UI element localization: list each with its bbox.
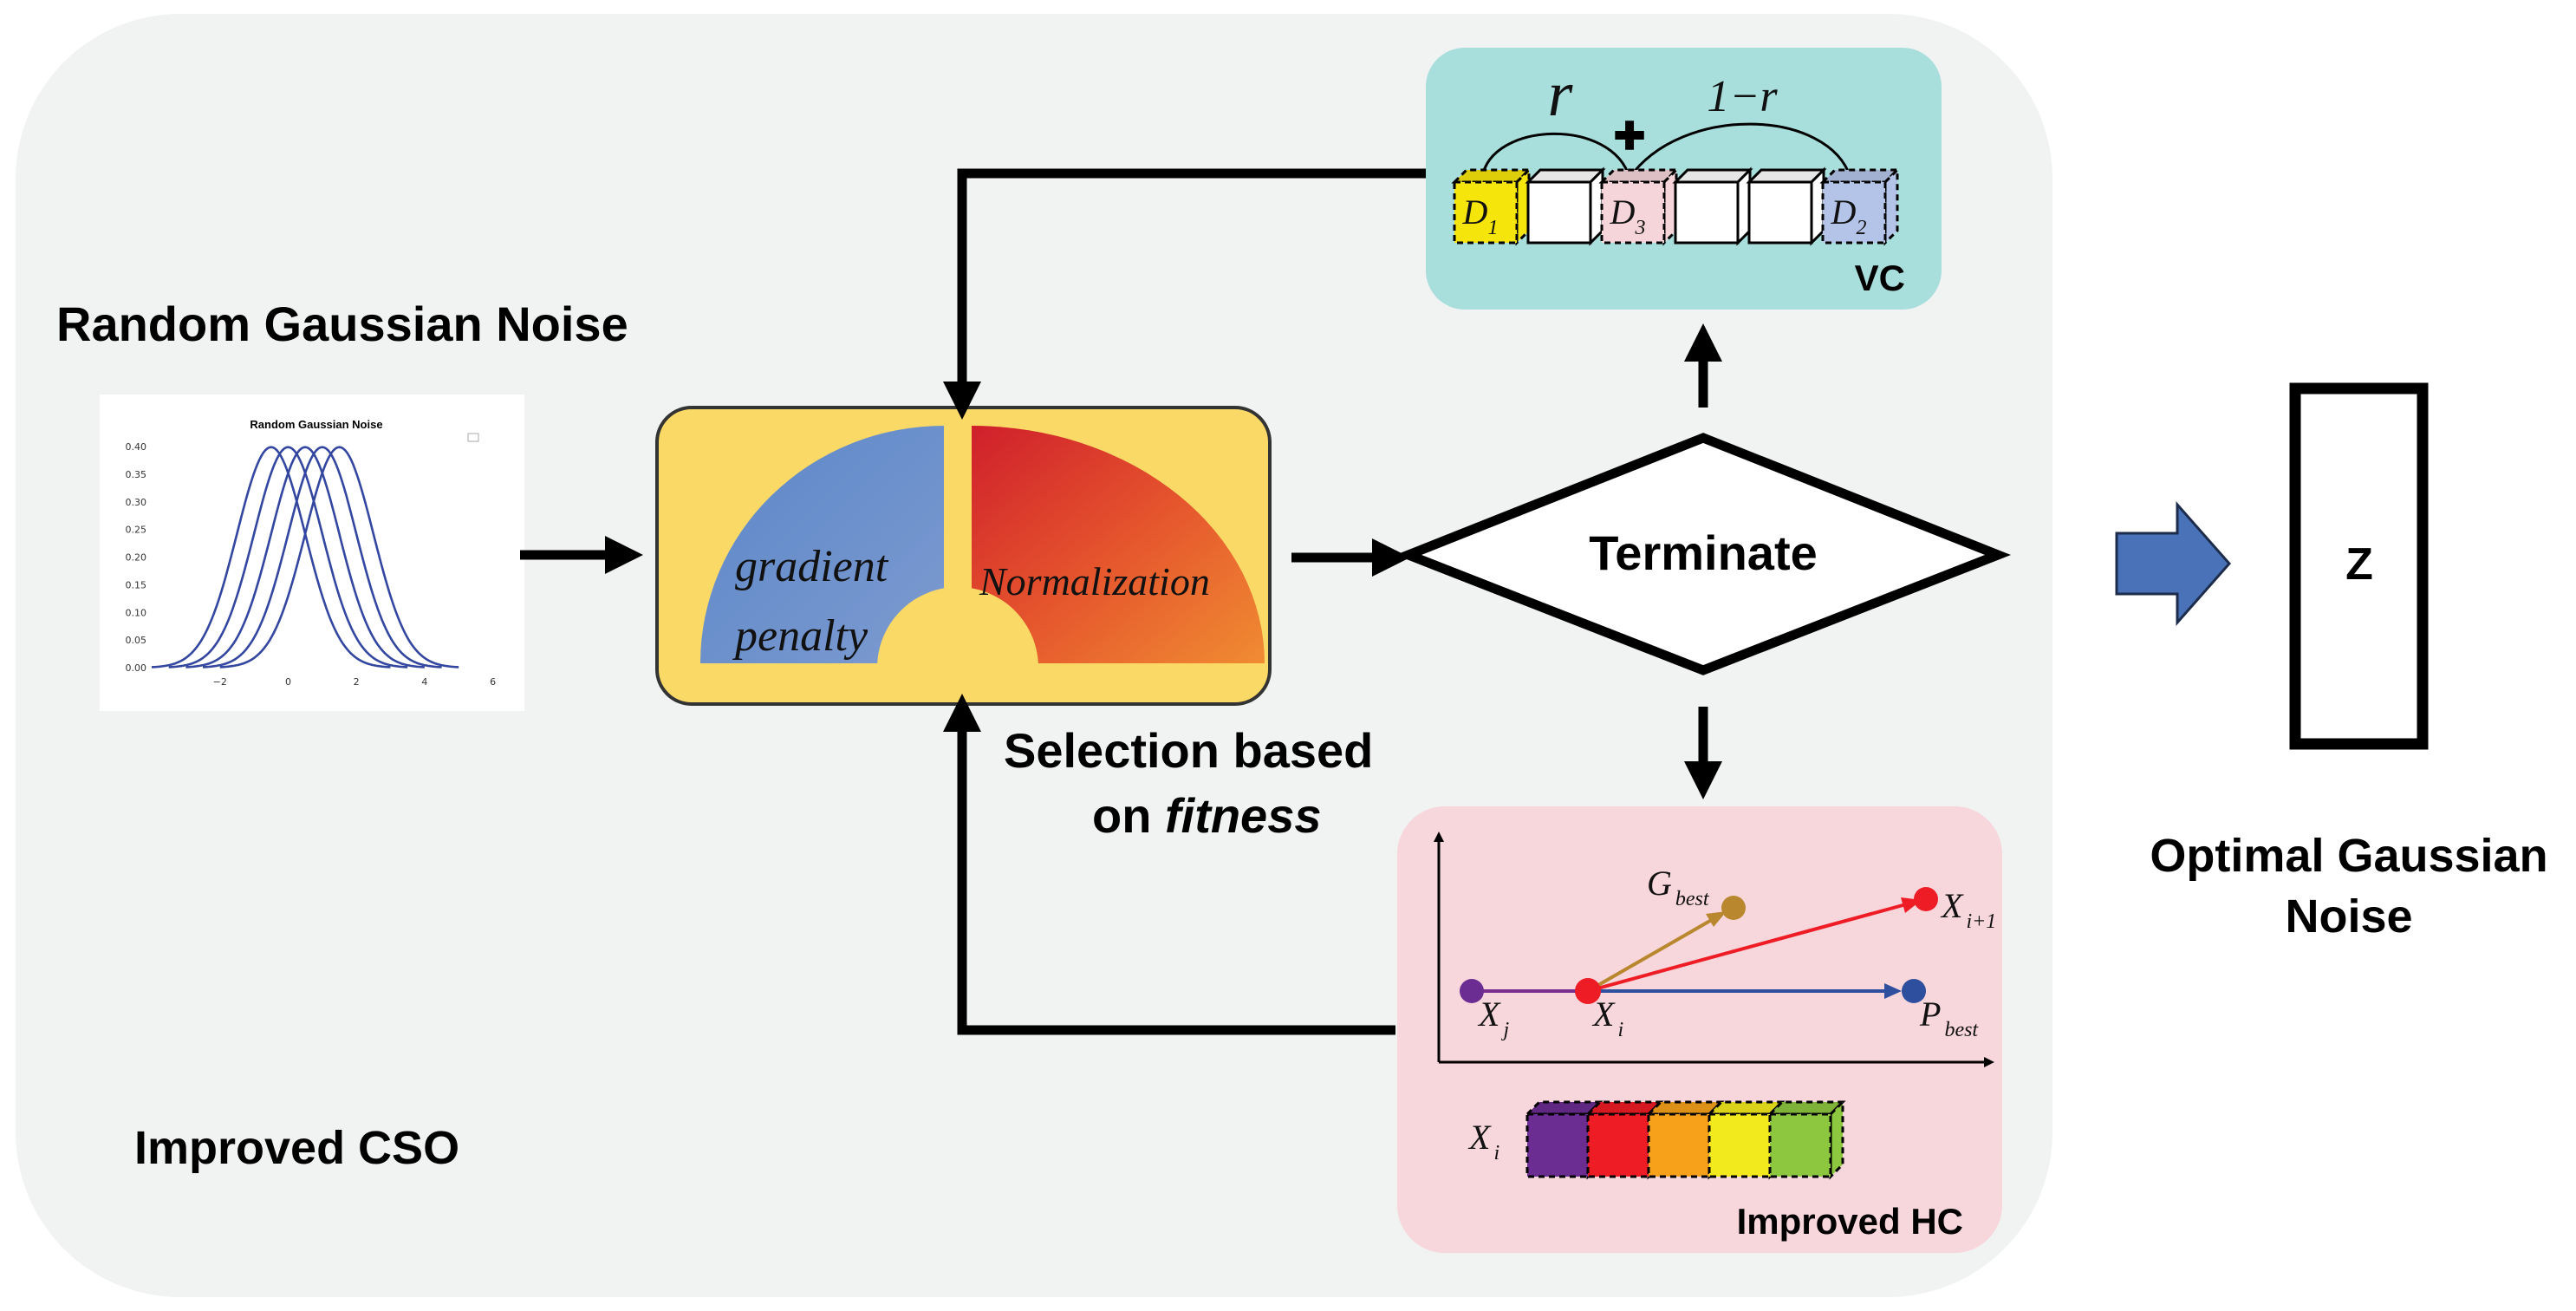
noise-plot-legend bbox=[467, 433, 479, 442]
noise-plot-x-tick: 0 bbox=[285, 676, 291, 688]
terminate-diamond bbox=[1395, 433, 2011, 675]
noise-plot-y-tick: 0.20 bbox=[126, 552, 147, 564]
hc-arrowhead-pbest bbox=[1884, 983, 1902, 999]
noise-plot-x-tick: 2 bbox=[354, 676, 360, 688]
hc-vector-xi-xnext bbox=[1587, 900, 1916, 993]
noise-curve bbox=[185, 446, 425, 669]
vc-weight-r: r bbox=[1548, 59, 1574, 130]
optimal-noise-box bbox=[2289, 382, 2429, 750]
vc-cell bbox=[1672, 166, 1753, 246]
vc-cell: D2 bbox=[1819, 166, 1901, 246]
selection-caption-line2: on fitness bbox=[1092, 788, 1321, 843]
hc-vector-xi-gbest bbox=[1587, 913, 1721, 993]
arrow-hc-loop-back bbox=[943, 694, 1395, 1035]
vc-arc-left bbox=[1480, 132, 1631, 179]
normalization-label: Normalization bbox=[979, 559, 1210, 603]
hc-point-xj bbox=[1460, 979, 1484, 1003]
vc-cell: D1 bbox=[1451, 166, 1532, 246]
hc-cell bbox=[1766, 1099, 1846, 1180]
noise-plot-curves bbox=[151, 446, 459, 669]
arrow-vc-loop-back bbox=[943, 168, 1426, 420]
hc-label: Improved HC bbox=[1737, 1201, 1963, 1242]
noise-curve bbox=[168, 446, 408, 669]
vc-weight-one-minus-r: 1−r bbox=[1707, 72, 1778, 121]
normalization-sector bbox=[972, 426, 1265, 663]
hc-axes bbox=[1434, 832, 1994, 1067]
vc-cell bbox=[1746, 166, 1827, 246]
vc-arc-right bbox=[1628, 122, 1852, 179]
vc-label: VC bbox=[1855, 258, 1905, 298]
noise-plot-x-tick: −2 bbox=[213, 676, 227, 688]
noise-plot-x-tick: 6 bbox=[490, 676, 496, 688]
terminate-label: Terminate bbox=[1589, 525, 1817, 580]
hc-point-xi bbox=[1575, 978, 1601, 1004]
vc-vector: D1 D3 D2 bbox=[1451, 166, 1901, 246]
noise-plot-y-tick: 0.40 bbox=[126, 441, 147, 453]
noise-plot-y-tick: 0.15 bbox=[126, 579, 147, 590]
vc-cell bbox=[1525, 166, 1606, 246]
noise-plot-frame bbox=[100, 395, 524, 711]
gradient-label: gradient bbox=[735, 542, 889, 591]
noise-plot-x-tick: 4 bbox=[421, 676, 427, 688]
noise-curve bbox=[151, 446, 391, 669]
noise-plot-y-ticks: 0.40 0.35 0.30 0.25 0.20 0.15 0.10 0.05 0.00 bbox=[126, 441, 147, 674]
vc-cell: D3 bbox=[1598, 166, 1680, 246]
output-caption-line2: Noise bbox=[2285, 890, 2412, 942]
hc-point-xnext bbox=[1914, 887, 1938, 911]
noise-plot-y-tick: 0.05 bbox=[126, 635, 147, 646]
noise-plot-y-tick: 0.30 bbox=[126, 497, 147, 508]
improved-cso-label: Improved CSO bbox=[134, 1122, 459, 1174]
hc-arrowhead-gbest bbox=[1706, 911, 1727, 927]
hc-vector bbox=[1524, 1099, 1846, 1180]
noise-plot-title: Random Gaussian Noise bbox=[250, 418, 382, 431]
noise-plot-y-tick: 0.35 bbox=[126, 469, 147, 480]
vc-plus-sign: ✚ bbox=[1614, 115, 1646, 158]
selection-caption-line1: Selection based bbox=[1004, 723, 1373, 778]
penalty-label: penalty bbox=[732, 611, 868, 661]
noise-curve bbox=[202, 446, 442, 669]
noise-input-heading: Random Gaussian Noise bbox=[56, 297, 628, 351]
noise-plot-y-tick: 0.10 bbox=[126, 607, 147, 618]
output-arrow bbox=[2115, 501, 2232, 626]
noise-curve bbox=[219, 446, 459, 669]
noise-plot-y-tick: 0.00 bbox=[126, 662, 147, 674]
noise-plot-y-tick: 0.25 bbox=[126, 525, 147, 536]
noise-plot: Random Gaussian Noise 0.400.350.300.250.… bbox=[100, 395, 524, 711]
noise-plot-x-ticks: −2 0 2 4 6 bbox=[213, 676, 496, 688]
fitness-center-hub bbox=[877, 587, 1038, 694]
optimal-noise-box-label: Z bbox=[2345, 539, 2373, 590]
gradient-penalty-sector bbox=[700, 426, 944, 663]
output-caption-line1: Optimal Gaussian bbox=[2150, 830, 2547, 882]
hc-point-pbest bbox=[1902, 979, 1926, 1003]
hc-point-gbest bbox=[1721, 896, 1746, 920]
